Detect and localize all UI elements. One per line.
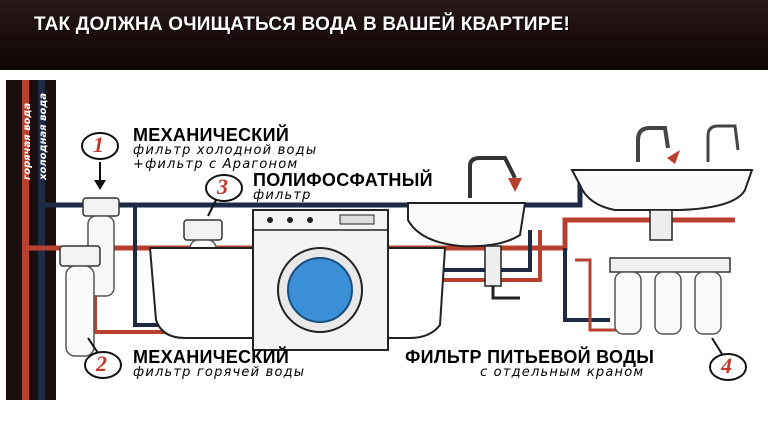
riser-strip: [6, 80, 56, 400]
filter-4-line-1: с отдельным краном: [480, 365, 645, 380]
filter-4-caption: ФИЛЬТР ПИТЬЕВОЙ ВОДЫ с отдельным краном: [405, 348, 654, 380]
filter-3-number: 3: [217, 174, 228, 199]
filter-2-cartridge: [59, 245, 101, 357]
filter-4-number: 4: [721, 353, 732, 378]
filter-3-line-1: фильтр: [253, 188, 312, 203]
washing-machine: [252, 209, 389, 351]
plumbing-diagram: горячая вода холодная вода 1 2 3 4 МЕХАН…: [0, 70, 768, 426]
filter-1-caption: МЕХАНИЧЕСКИЙ фильтр холодной воды +фильт…: [133, 126, 317, 172]
cold-riser: [38, 80, 45, 400]
cold-riser-label: холодная вода: [38, 92, 49, 180]
hot-riser: [22, 80, 29, 400]
filter-1-title: МЕХАНИЧЕСКИЙ: [133, 125, 290, 145]
filter-1-number: 1: [93, 132, 104, 157]
filter-4-title: ФИЛЬТР ПИТЬЕВОЙ ВОДЫ: [405, 347, 655, 367]
diagram-drawing: [6, 80, 754, 400]
filter-4-cartridges: [609, 257, 731, 335]
filter-1-line-1: фильтр холодной воды: [133, 143, 318, 158]
filter-2-caption: МЕХАНИЧЕСКИЙ фильтр горячей воды: [133, 348, 305, 380]
filter-feed-pipe: [563, 248, 610, 322]
badge-3: [205, 174, 243, 217]
badge-1: [81, 132, 119, 190]
banner-title: ТАК ДОЛЖНА ОЧИЩАТЬСЯ ВОДА В ВАШЕЙ КВАРТИ…: [34, 14, 570, 35]
bathroom-sink: [407, 156, 527, 300]
kitchen-sink: [570, 124, 754, 241]
hot-riser-label: горячая вода: [22, 102, 33, 180]
filter-1-line-2: +фильтр с Арагоном: [133, 157, 299, 172]
filter-3-title: ПОЛИФОСФАТНЫЙ: [253, 170, 433, 190]
drink-feed-pipe: [575, 258, 620, 332]
filter-3-caption: ПОЛИФОСФАТНЫЙ фильтр: [253, 171, 433, 203]
filter-2-number: 2: [96, 351, 107, 376]
title-banner: ТАК ДОЛЖНА ОЧИЩАТЬСЯ ВОДА В ВАШЕЙ КВАРТИ…: [0, 0, 768, 70]
badge-2: [84, 337, 122, 379]
badge-4: [709, 337, 747, 381]
filter-2-line-1: фильтр горячей воды: [133, 365, 306, 380]
filter-2-title: МЕХАНИЧЕСКИЙ: [133, 347, 290, 367]
